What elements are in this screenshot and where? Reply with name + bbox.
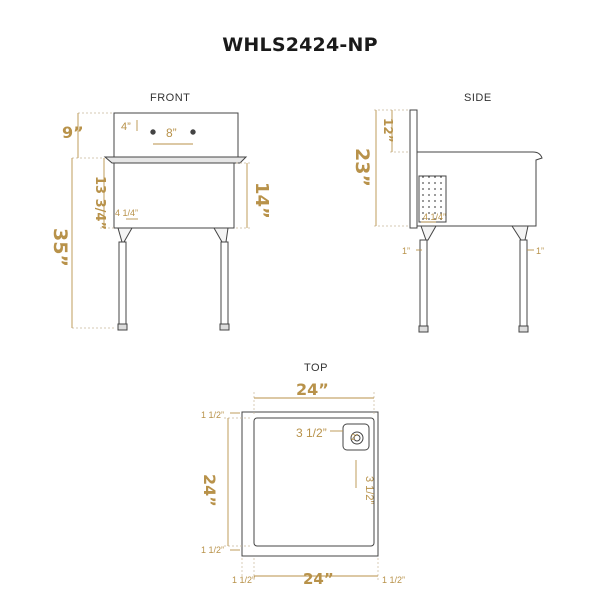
side-dim-backsplash: 12” (381, 118, 395, 143)
front-leg-left (118, 241, 127, 325)
side-foot-right (518, 325, 529, 333)
front-view-label: FRONT (150, 92, 191, 104)
front-dimension-lines (71, 113, 248, 328)
top-dim-rim-left: 1 1/2” (232, 575, 255, 585)
side-backsplash (409, 109, 418, 229)
side-dim-top-height: 23” (351, 148, 373, 187)
side-gusset-left (420, 225, 437, 241)
top-extension-lines (224, 392, 379, 580)
top-dim-interior-width: 24” (303, 570, 334, 588)
side-tub (417, 151, 543, 227)
side-dim-leg-inset: 4 1/4” (423, 212, 446, 222)
top-dim-drain-offset-y: 3 1/2” (363, 476, 375, 504)
front-gusset-right (213, 227, 229, 243)
front-dim-basin-depth: 13 3/4” (92, 176, 107, 230)
side-dimension-lines (375, 110, 534, 251)
side-leg-left (419, 239, 428, 327)
side-foot-left (418, 325, 429, 333)
front-dim-overall-height: 35” (49, 228, 71, 267)
front-dim-tub-height: 14” (251, 182, 272, 219)
top-dim-drain-offset-x: 3 1/2” (296, 426, 327, 440)
front-rim (103, 156, 248, 164)
front-tub (113, 162, 235, 229)
side-extension-lines (374, 109, 408, 227)
side-dim-leg-offset-left: 1” (402, 246, 410, 256)
front-view (103, 112, 248, 331)
top-drain-outer (350, 431, 364, 445)
drawing-title: WHLS2424-NP (222, 34, 378, 56)
side-leg-right (519, 239, 528, 327)
front-dim-leg-inset: 4 1/4” (115, 208, 138, 218)
top-view-label: TOP (304, 362, 328, 374)
top-dim-overall-depth: 24” (200, 474, 219, 507)
side-view-label: SIDE (464, 92, 492, 104)
top-dim-rim-top: 1 1/2” (201, 410, 224, 420)
top-basin (253, 417, 375, 547)
front-faucet-hole-left (150, 129, 156, 135)
top-outer-rim (241, 411, 379, 557)
top-drain-inner (353, 434, 361, 442)
side-dim-leg-offset-right: 1” (536, 246, 544, 256)
top-dim-rim-bottom: 1 1/2” (201, 545, 224, 555)
top-dimension-lines (227, 397, 378, 577)
front-faucet-hole-right (190, 129, 196, 135)
top-dim-rim-right: 1 1/2” (382, 575, 405, 585)
side-gusset-right (511, 225, 529, 241)
front-extension-lines (72, 112, 250, 329)
front-gusset-left (117, 227, 133, 243)
top-dim-overall-width: 24” (296, 380, 329, 399)
front-foot-left (117, 323, 128, 331)
front-foot-right (219, 323, 230, 331)
top-view (241, 411, 379, 557)
front-dim-backsplash: 9” (62, 123, 84, 142)
front-dim-faucet-spacing: 8” (166, 126, 177, 140)
front-dim-faucet-offset: 4” (121, 121, 131, 133)
top-drain-housing (342, 423, 370, 451)
front-leg-right (220, 241, 229, 325)
top-dim-drain-size: 2” (351, 433, 358, 442)
